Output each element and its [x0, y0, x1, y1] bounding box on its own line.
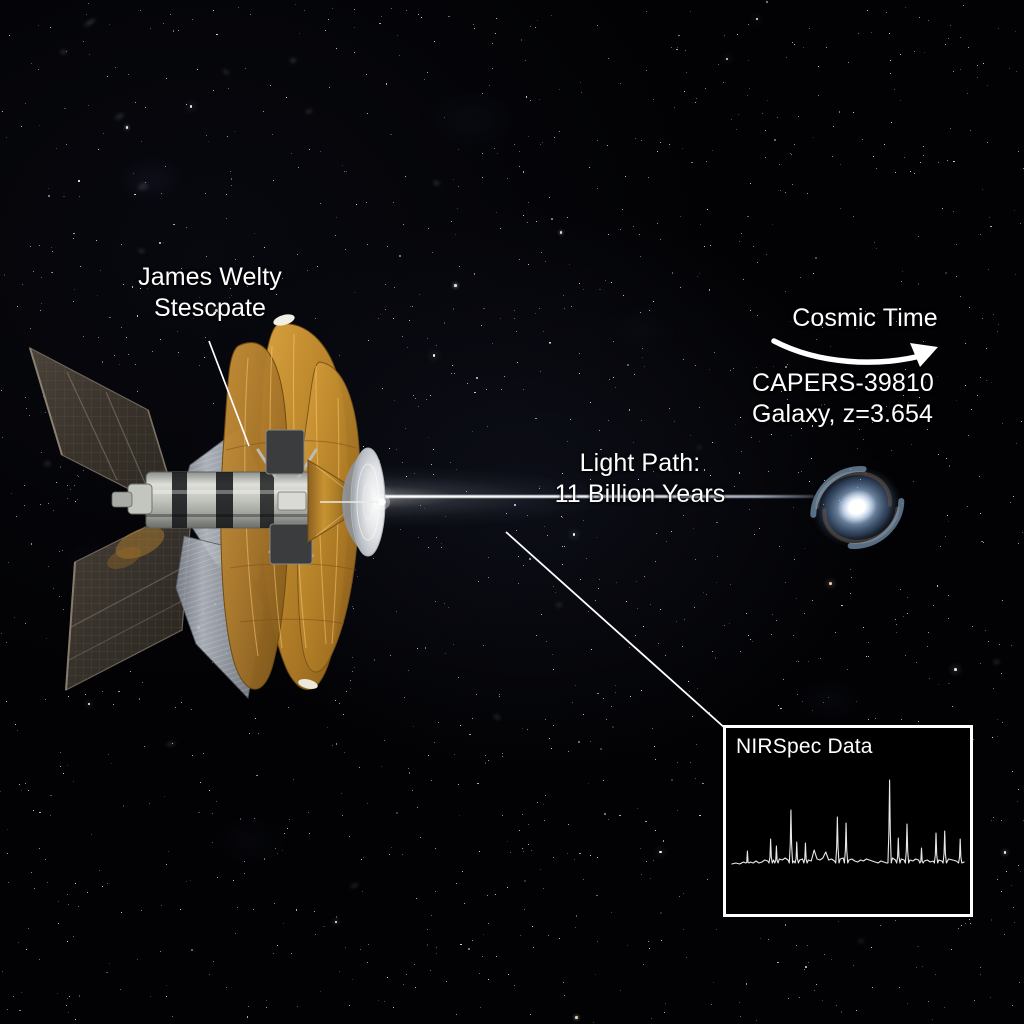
- spectrum-trace-line: [731, 779, 965, 865]
- nirspec-inset-panel: NIRSpec Data: [723, 725, 973, 917]
- cosmic-time-label: Cosmic Time: [792, 304, 938, 332]
- light-path-label: Light Path: 11 Billion Years: [554, 449, 726, 508]
- telescope-label: James Welty Stescpate: [138, 263, 282, 322]
- galaxy-label: CAPERS-39810 Galaxy, z=3.654: [752, 369, 934, 428]
- light-beam-core: [344, 495, 814, 498]
- nirspec-panel-title: NIRSpec Data: [736, 735, 873, 758]
- solar-array-lower: [65, 502, 193, 692]
- nirspec-spectrum-chart: [731, 779, 965, 865]
- parabolic-dish: [320, 447, 390, 557]
- spacecraft-bus: [111, 429, 319, 565]
- galaxy-capers-39810: [801, 458, 913, 556]
- space-telescope-graphic: [29, 314, 390, 699]
